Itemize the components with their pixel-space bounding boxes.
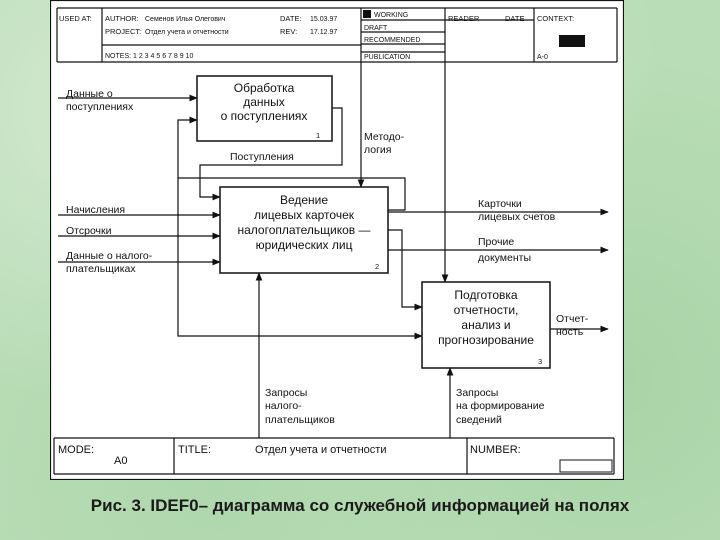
label-report-requests-1: Запросы xyxy=(456,387,498,399)
arrow-feedback-box1 xyxy=(177,116,406,211)
label-receipt-data-2: поступлениях xyxy=(66,101,134,113)
box1-number: 1 xyxy=(316,131,320,140)
reader-date-label: DATE xyxy=(505,14,524,23)
label-deferrals: Отсрочки xyxy=(66,225,112,237)
box2-line3: налогоплательщиков — xyxy=(237,223,370,237)
author-label: AUTHOR: xyxy=(105,14,139,23)
box3-line2: отчетности, xyxy=(454,303,519,317)
date-label: DATE: xyxy=(280,14,302,23)
label-other-docs-1: Прочие xyxy=(478,236,514,248)
box2-line4: юридических лиц xyxy=(256,238,353,252)
context-label: CONTEXT: xyxy=(537,14,574,23)
title-label: TITLE: xyxy=(178,444,211,456)
label-taxpayer-requests-1: Запросы xyxy=(265,387,307,399)
box1-line1: Обработка xyxy=(234,81,295,95)
arrow-box2-to-box3 xyxy=(388,229,423,311)
header-frame xyxy=(56,7,618,63)
label-cards-1: Карточки xyxy=(478,198,522,210)
rev-value: 17.12.97 xyxy=(310,29,337,36)
activity-box-3 xyxy=(421,281,551,369)
label-taxpayer-data-2: плательщиках xyxy=(66,263,136,275)
figure-caption: Рис. 3. IDEF0– диаграмма со служебной ин… xyxy=(90,496,630,515)
rev-label: REV: xyxy=(280,27,297,36)
box2-number: 2 xyxy=(375,262,379,271)
status-recommended: RECOMMENDED xyxy=(364,37,420,44)
box2-line2: лицевых карточек xyxy=(254,208,355,222)
label-accruals: Начисления xyxy=(66,204,125,216)
title-value: Отдел учета и отчетности xyxy=(255,444,386,456)
box3-line3: анализ и xyxy=(461,318,510,332)
status-draft: DRAFT xyxy=(364,25,388,32)
mode-value: A0 xyxy=(114,455,127,467)
author-value: Семенов Илья Олегович xyxy=(145,16,226,23)
mode-label: MODE: xyxy=(58,444,94,456)
label-reporting-2: ность xyxy=(556,326,584,338)
label-taxpayer-data-1: Данные о налого- xyxy=(66,250,153,262)
used-at-label: USED AT: xyxy=(59,14,92,23)
box1-line2: данных xyxy=(243,95,285,109)
label-taxpayer-requests-3: плательщиков xyxy=(265,414,335,426)
context-node: A-0 xyxy=(537,54,548,61)
label-taxpayer-requests-2: налого- xyxy=(265,400,302,412)
arrow-data-box3 xyxy=(177,178,423,340)
date-value: 15.03.97 xyxy=(310,16,337,23)
project-label: PROJECT: xyxy=(105,27,141,36)
diagram-page xyxy=(50,0,624,480)
arrow-receipts xyxy=(199,107,343,201)
idef0-diagram: USED AT: AUTHOR: Семенов Илья Олегович P… xyxy=(50,0,624,480)
label-cards-2: лицевых счетов xyxy=(478,211,556,223)
status-publication: PUBLICATION xyxy=(364,54,410,61)
box3-line4: прогнозирование xyxy=(438,333,534,347)
project-value: Отдел учета и отчетности xyxy=(145,29,229,36)
box3-number: 3 xyxy=(538,357,542,366)
label-receipts: Поступления xyxy=(230,151,294,163)
box3-line1: Подготовка xyxy=(454,288,517,302)
label-reporting-1: Отчет- xyxy=(556,313,589,325)
reader-label: READER xyxy=(448,14,480,23)
label-methodology-1: Методо- xyxy=(364,131,405,143)
label-methodology-2: логия xyxy=(364,144,391,156)
label-report-requests-2: на формирование xyxy=(456,400,545,412)
box2-line1: Ведение xyxy=(280,193,328,207)
label-report-requests-3: сведений xyxy=(456,414,502,426)
context-thumbnail-box xyxy=(559,35,585,47)
number-label: NUMBER: xyxy=(470,444,521,456)
footer-frame xyxy=(53,437,615,475)
label-receipt-data-1: Данные о xyxy=(66,88,113,100)
working-status-mark xyxy=(363,10,371,18)
box1-line3: о поступлениях xyxy=(221,109,308,123)
status-working: WORKING xyxy=(374,12,408,19)
notes-text: NOTES: 1 2 3 4 5 6 7 8 9 10 xyxy=(105,53,193,60)
label-other-docs-2: документы xyxy=(478,252,531,264)
